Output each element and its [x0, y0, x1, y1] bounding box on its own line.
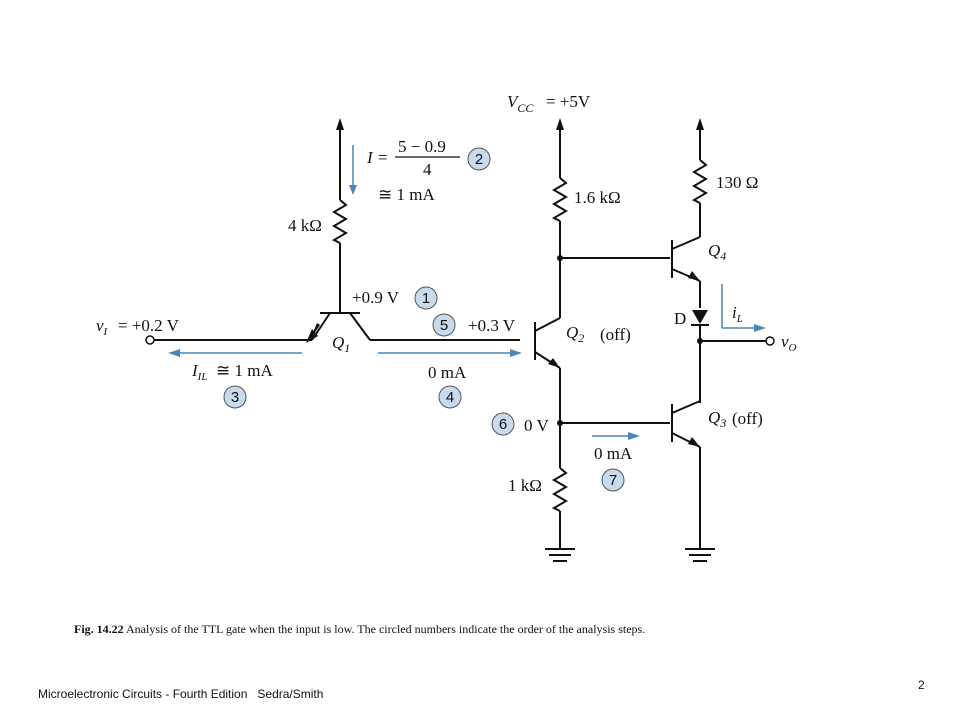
figure-caption: Fig. 14.22 Analysis of the TTL gate when… — [74, 622, 645, 637]
current-arrow-i — [349, 145, 357, 195]
iil-label: IIL — [191, 361, 207, 383]
svg-text:1: 1 — [422, 290, 430, 307]
svg-text:5: 5 — [440, 317, 448, 334]
base-current-arrow — [378, 349, 522, 357]
step-marker-2: 2 — [467, 147, 491, 171]
r-q2c-label: 1.6 kΩ — [574, 188, 621, 207]
caption-text: Analysis of the TTL gate when the input … — [123, 622, 646, 636]
q2-base-voltage: +0.3 V — [468, 316, 516, 335]
q2-state: (off) — [600, 325, 631, 344]
svg-text:7: 7 — [609, 472, 617, 489]
vcc-value: = +5V — [546, 92, 591, 111]
input-terminal — [145, 335, 155, 345]
vcc-label: VCC — [507, 92, 534, 115]
il-label: iL — [732, 303, 743, 325]
q1-label: Q1 — [332, 333, 350, 355]
diode-label: D — [674, 309, 686, 328]
q4-label: Q4 — [708, 241, 726, 263]
step-marker-6: 6 — [491, 412, 515, 436]
slide-footer: Microelectronic Circuits - Fourth Editio… — [38, 687, 333, 701]
figure-number: Fig. 14.22 — [74, 622, 124, 636]
vi-value: = +0.2 V — [118, 316, 180, 335]
q1-base-voltage: +0.9 V — [352, 288, 400, 307]
vi-label: vI — [96, 316, 109, 338]
q3-label: Q3 — [708, 408, 726, 430]
svg-text:6: 6 — [499, 416, 507, 433]
step-marker-1: 1 — [414, 286, 438, 310]
book-title: Microelectronic Circuits - Fourth Editio… — [38, 687, 248, 701]
il-arrow — [721, 284, 766, 332]
emitter-current-arrow — [592, 432, 640, 440]
svg-text:3: 3 — [231, 389, 239, 406]
current-eq-prefix: I = — [366, 148, 388, 167]
base-current-value: 0 mA — [428, 363, 467, 382]
r-q2e-label: 1 kΩ — [508, 476, 542, 495]
r-q1-label: 4 kΩ — [288, 216, 322, 235]
current-numerator: 5 − 0.9 — [398, 137, 446, 156]
q2-label: Q2 — [566, 323, 584, 345]
current-denominator: 4 — [423, 160, 432, 179]
current-approx: ≅ 1 mA — [378, 185, 435, 204]
svg-text:4: 4 — [446, 389, 454, 406]
page-number: 2 — [918, 678, 925, 692]
emitter-current-value: 0 mA — [594, 444, 633, 463]
step-marker-7: 7 — [601, 468, 625, 492]
output-node — [697, 338, 703, 344]
ground-icon — [685, 548, 715, 562]
q2-branch — [534, 118, 568, 548]
q1-transistor — [150, 312, 520, 343]
svg-text:2: 2 — [475, 151, 483, 168]
vo-label: vO — [781, 332, 797, 354]
ground-icon — [545, 548, 575, 562]
q3-state: (off) — [732, 409, 763, 428]
output-terminal — [765, 336, 775, 346]
iil-arrow — [168, 349, 302, 357]
step-marker-5: 5 — [432, 313, 456, 337]
r-q4c-label: 130 Ω — [716, 173, 758, 192]
step-marker-4: 4 — [438, 385, 462, 409]
iil-value: ≅ 1 mA — [216, 361, 273, 380]
q1-supply-rail — [331, 118, 348, 312]
q2-emitter-voltage: 0 V — [524, 416, 549, 435]
step-marker-3: 3 — [223, 385, 247, 409]
book-authors: Sedra/Smith — [257, 687, 324, 701]
